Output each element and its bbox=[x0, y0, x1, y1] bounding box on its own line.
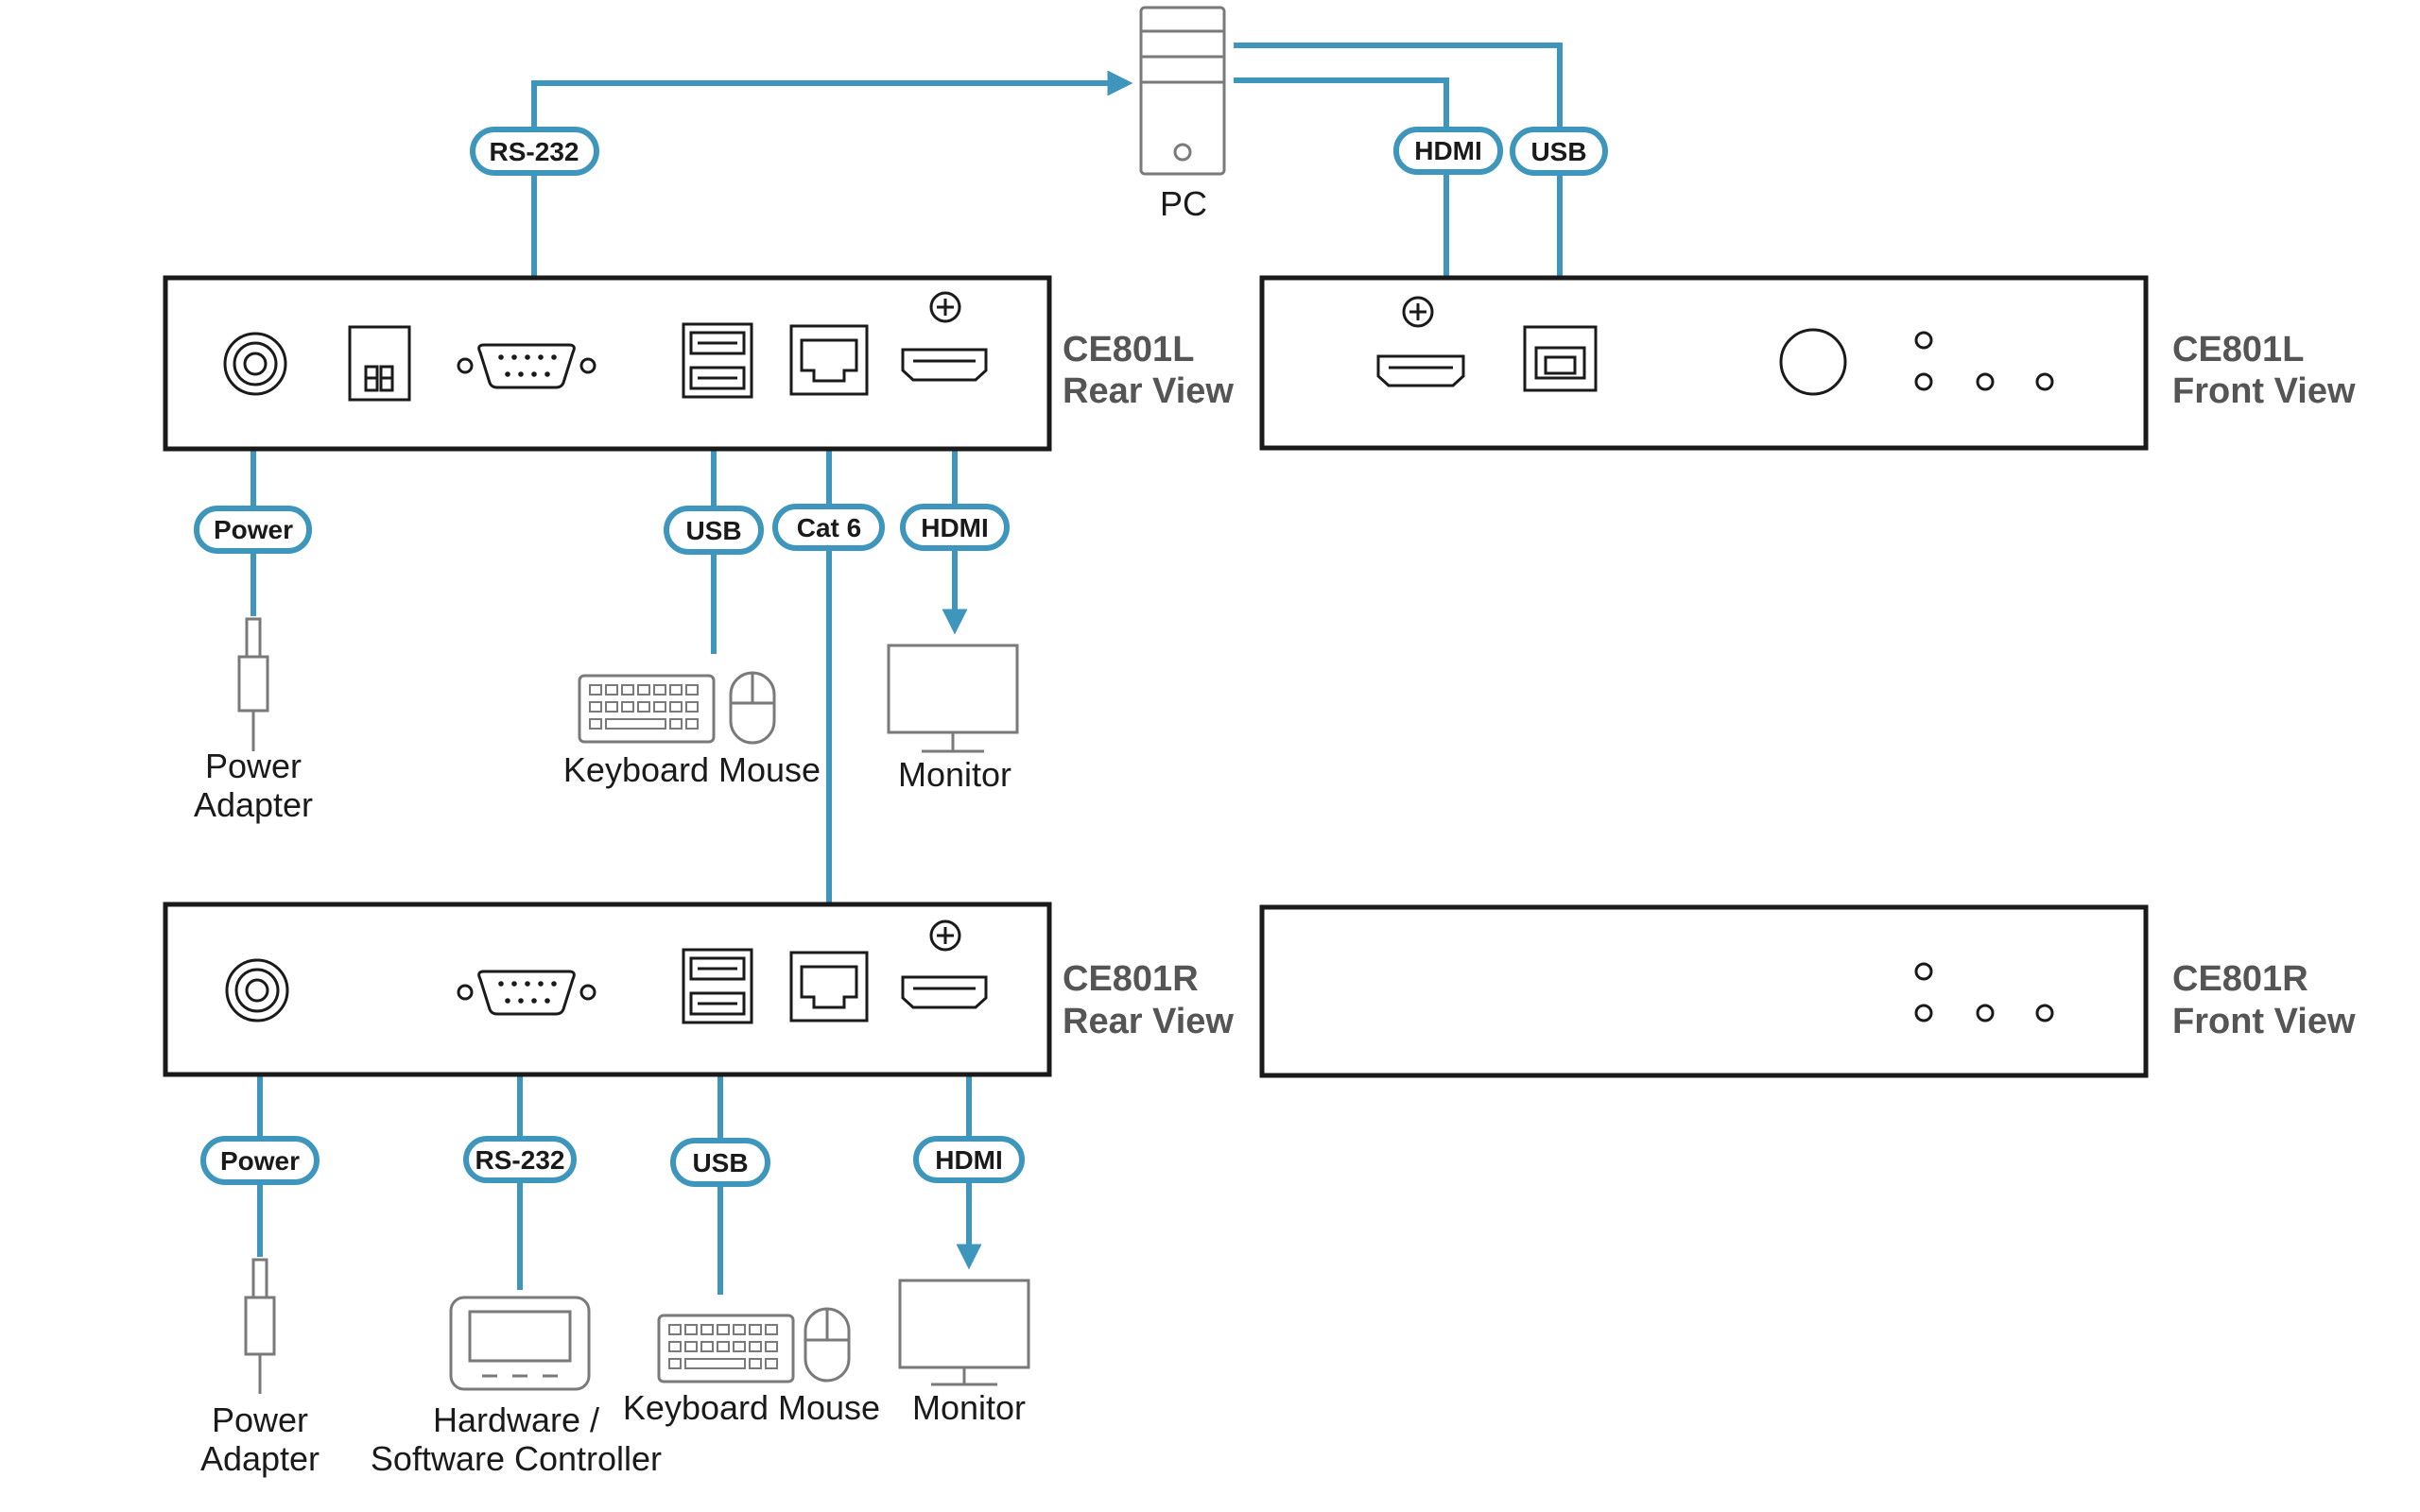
ce801l-rear-model: CE801L bbox=[1063, 330, 1194, 369]
ce801l-front-view: Front View bbox=[2172, 371, 2356, 411]
keyboard-icon bbox=[657, 1314, 795, 1383]
cable-tag: USB bbox=[670, 1138, 770, 1187]
usb-ports-icon bbox=[682, 948, 753, 1024]
tag-usb-top: USB bbox=[1530, 137, 1586, 166]
cable-tag: Power bbox=[194, 506, 312, 554]
ce801l-front-panel bbox=[1259, 275, 2149, 451]
tag-hdmi-top: HDMI bbox=[1414, 136, 1482, 165]
rj45-port-icon bbox=[789, 324, 869, 396]
mouse-icon bbox=[729, 671, 776, 745]
cable-tag: USB bbox=[664, 506, 764, 555]
ce801r-rear-panel bbox=[163, 902, 1052, 1077]
hdmi-port-icon bbox=[901, 291, 988, 382]
cable-tag: Power bbox=[200, 1136, 320, 1185]
ce801l-rear-view: Rear View bbox=[1063, 371, 1234, 411]
cable-tag: HDMI bbox=[1393, 127, 1503, 175]
tag-rs232-top: RS-232 bbox=[490, 137, 579, 166]
usb-ports-icon bbox=[682, 322, 753, 399]
power-plug-icon bbox=[244, 1258, 276, 1394]
push-button-icon bbox=[1779, 328, 1847, 396]
mouse-icon bbox=[804, 1307, 851, 1383]
ce801r-front-view: Front View bbox=[2172, 1002, 2356, 1041]
ce801r-front-panel bbox=[1259, 904, 2149, 1078]
controller-device-icon bbox=[449, 1296, 591, 1391]
keyboard-icon bbox=[578, 674, 716, 744]
hdmi-port-icon bbox=[901, 919, 988, 1009]
led-indicators-icon bbox=[1914, 331, 2054, 391]
l-monitor-label: Monitor bbox=[898, 755, 1011, 794]
tag-rs232-r: RS-232 bbox=[475, 1145, 565, 1175]
ce801l-rear-panel bbox=[163, 275, 1052, 452]
ce801r-front-model: CE801R bbox=[2172, 959, 2308, 999]
power-jack-icon bbox=[225, 958, 289, 1022]
tag-power-l: Power bbox=[214, 515, 293, 544]
rj45-port-icon bbox=[789, 951, 869, 1022]
power-plug-icon bbox=[237, 617, 269, 751]
pc-label: PC bbox=[1160, 184, 1207, 223]
r-power-adapter-label-1: Power bbox=[212, 1400, 308, 1439]
usb-b-port-icon bbox=[1523, 325, 1598, 392]
dip-switch-icon bbox=[348, 325, 411, 402]
r-monitor-label: Monitor bbox=[912, 1388, 1026, 1427]
r-controller-label-2: Software Controller bbox=[371, 1439, 662, 1478]
monitor-icon bbox=[887, 644, 1019, 753]
l-power-adapter-label-2: Adapter bbox=[194, 785, 313, 824]
cable-tag: Cat 6 bbox=[772, 504, 885, 551]
tag-hdmi-l: HDMI bbox=[921, 513, 989, 542]
cable-tag: HDMI bbox=[900, 504, 1010, 551]
r-keyboard-mouse-label: Keyboard Mouse bbox=[623, 1388, 880, 1427]
power-jack-icon bbox=[223, 332, 287, 396]
l-power-adapter-label-1: Power bbox=[205, 747, 302, 785]
cable-pc-usb bbox=[1234, 43, 1563, 326]
rs232-port-icon bbox=[457, 970, 596, 1016]
tag-hdmi-r: HDMI bbox=[935, 1145, 1003, 1175]
cable-tag: RS-232 bbox=[463, 1136, 577, 1183]
cable-rs232-to-pc bbox=[531, 70, 1133, 335]
hdmi-port-icon bbox=[1376, 296, 1465, 387]
tag-usb-l: USB bbox=[685, 516, 741, 545]
tag-cat6: Cat 6 bbox=[797, 513, 861, 542]
pc-tower-icon bbox=[1139, 6, 1226, 176]
monitor-icon bbox=[898, 1279, 1030, 1386]
r-controller-label-1: Hardware / bbox=[433, 1400, 599, 1439]
tag-power-r: Power bbox=[220, 1146, 300, 1176]
l-keyboard-mouse-label: Keyboard Mouse bbox=[563, 750, 821, 789]
rs232-port-icon bbox=[457, 343, 596, 389]
cable-tag: HDMI bbox=[913, 1136, 1025, 1183]
r-power-adapter-label-2: Adapter bbox=[200, 1439, 320, 1478]
ce801r-rear-view: Rear View bbox=[1063, 1002, 1234, 1041]
tag-usb-r: USB bbox=[692, 1148, 748, 1177]
cable-tag: USB bbox=[1510, 127, 1608, 176]
cable-pc-hdmi bbox=[1234, 77, 1460, 349]
led-indicators-icon bbox=[1914, 962, 2054, 1022]
ce801r-rear-model: CE801R bbox=[1063, 959, 1199, 999]
cable-tag: RS-232 bbox=[470, 127, 599, 176]
ce801l-front-model: CE801L bbox=[2172, 330, 2304, 369]
